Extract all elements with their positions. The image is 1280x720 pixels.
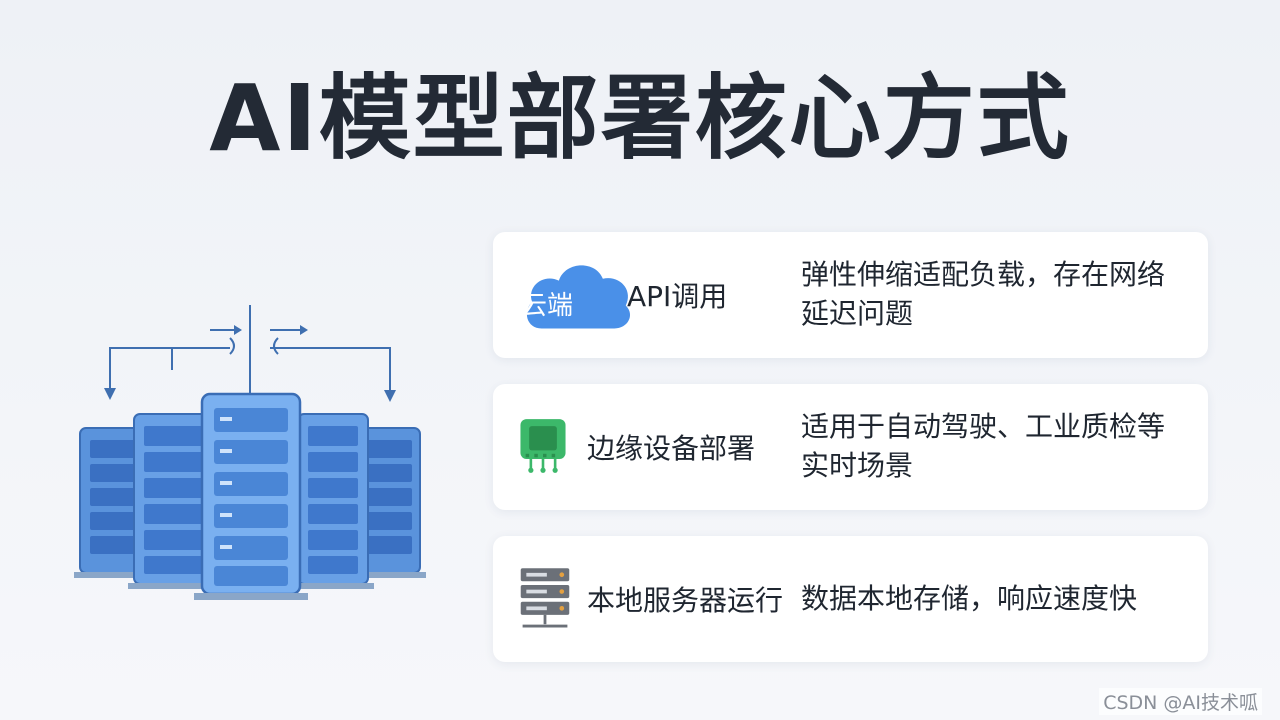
- deployment-card-cloud: 云端 API调用 弹性伸缩适配负载，存在网络延迟问题: [493, 232, 1208, 358]
- card-description: 数据本地存储，响应速度快: [801, 581, 1138, 615]
- card-name: 本地服务器运行: [587, 584, 784, 617]
- deployment-card-edge: 边缘设备部署 适用于自动驾驶、工业质检等实时场景: [493, 384, 1208, 510]
- deployment-card-local: 本地服务器运行 数据本地存储，响应速度快: [493, 536, 1208, 662]
- card-description: 适用于自动驾驶、工业质检等实时场景: [801, 410, 1166, 482]
- card-name: 边缘设备部署: [587, 432, 756, 465]
- edge-device-icon: [520, 419, 566, 473]
- card-name: API调用: [627, 280, 728, 313]
- server-cluster-illustration: [74, 305, 426, 600]
- cloud-icon: [526, 265, 631, 329]
- cloud-icon-label: 云端: [521, 291, 574, 321]
- server-rack-icon: [520, 568, 570, 628]
- watermark: CSDN @AI技术呱: [1099, 688, 1262, 715]
- page-title: AI模型部署核心方式: [209, 65, 1071, 172]
- card-description: 弹性伸缩适配负载，存在网络延迟问题: [801, 258, 1166, 330]
